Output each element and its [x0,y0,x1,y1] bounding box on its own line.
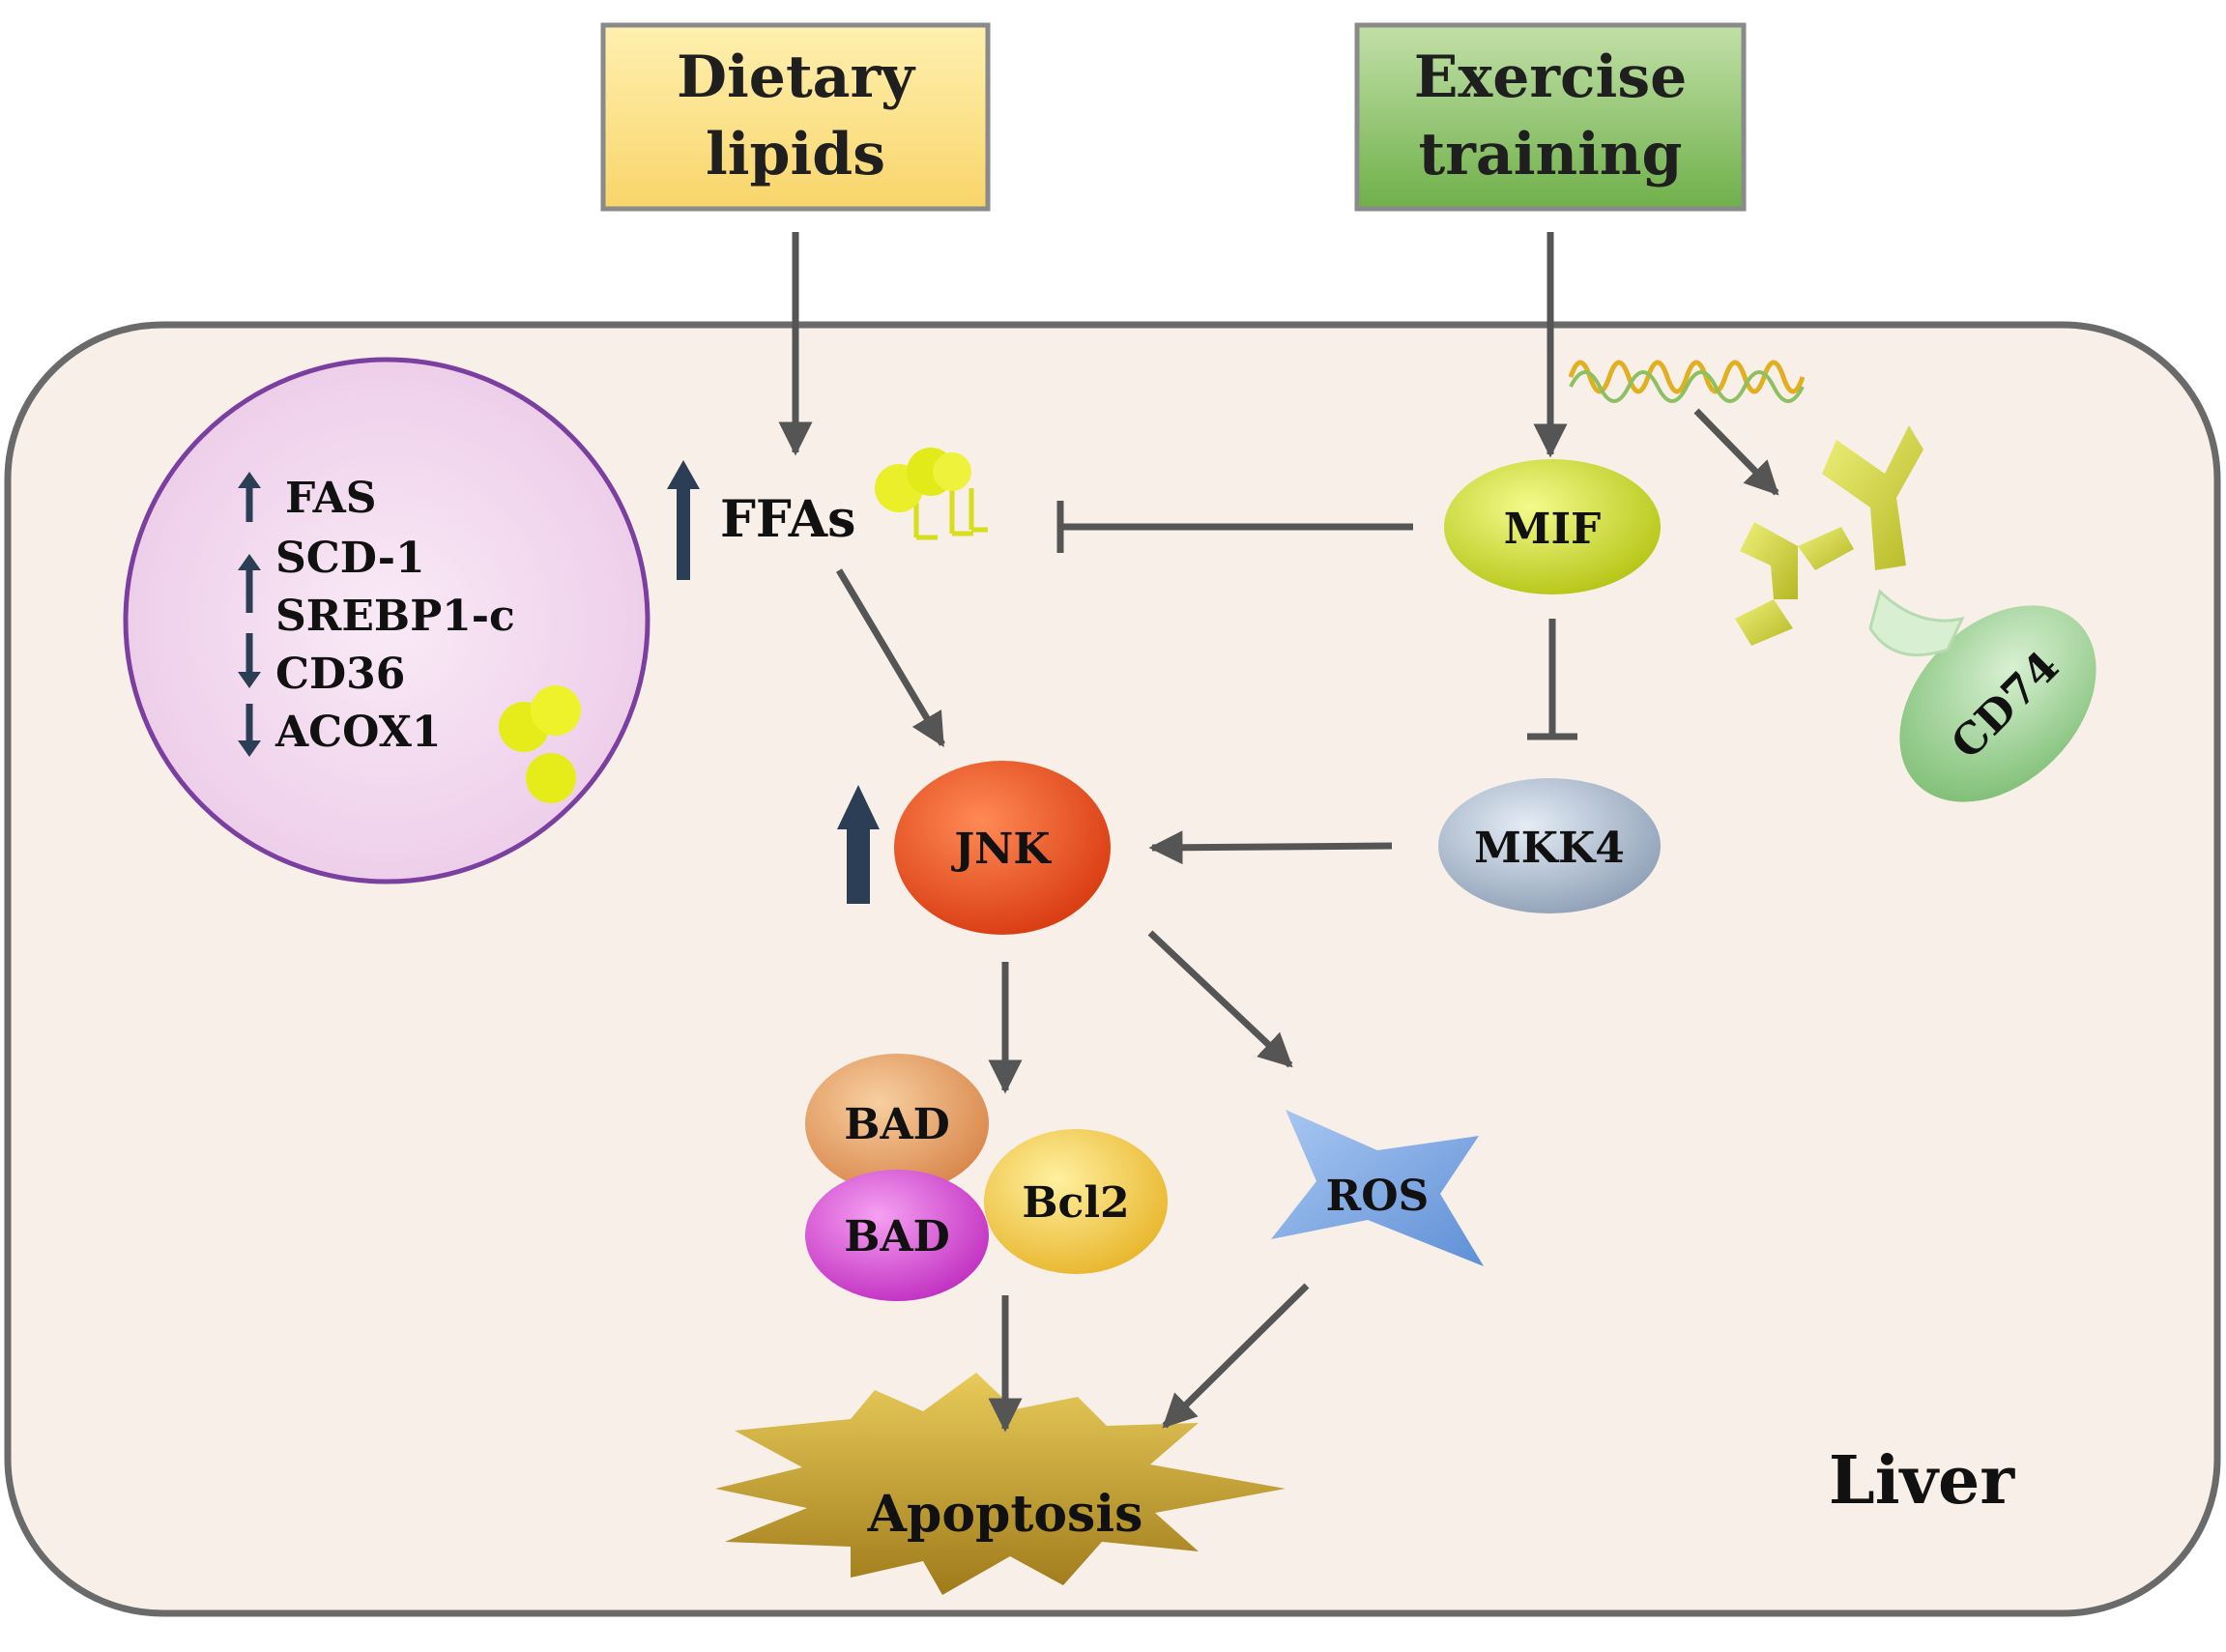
liver-label: Liver [1829,1442,2015,1520]
gene-cd36: CD36 [275,650,405,699]
jnk-node: JNK [894,761,1111,935]
dietary-lipids-box: Dietary lipids [600,22,991,212]
lipid-droplets-icon [499,685,581,803]
dietary-lipids-line2: lipids [706,121,885,188]
bad-top-node: BAD [805,1054,989,1193]
fatty-acid-icon [875,448,988,540]
mif-trimer-receptor-icon [1735,425,1923,646]
jnk-to-ros-arrow [1147,930,1293,1068]
dietary-lipids-line1: Dietary [677,43,916,111]
gene-srebp1-c: SREBP1-c [275,592,515,641]
jnk-up-arrow-icon [837,785,880,904]
gene-fas: FAS [285,474,377,523]
bad-top-label: BAD [844,1100,949,1149]
bad-bottom-label: BAD [844,1212,949,1261]
mkk4-to-jnk-arrow [1148,830,1393,865]
ros-node: ROS [1271,1110,1484,1266]
ffas-up-arrow-icon [667,460,700,580]
acox1-down-arrow-icon [238,704,261,757]
gene-scd-1: SCD-1 [275,534,425,583]
exercise-training-line2: training [1419,121,1683,188]
gene-acox1: ACOX1 [275,708,441,757]
mkk4-node: MKK4 [1438,778,1661,913]
wave-to-receptor-arrow [1693,408,1779,496]
nucleus: FAS SCD-1 SREBP1-c CD36 ACOX1 [123,357,650,884]
ros-label: ROS [1326,1172,1430,1221]
scd1-srebp-up-arrow-icon [238,554,261,613]
bad-bottom-node: BAD [805,1170,989,1301]
jnk-label: JNK [950,825,1052,874]
mif-wave-icon [1568,360,1806,403]
ffas-label: FFAs [720,490,855,549]
cd74-receptor: CD74 [1868,589,2096,802]
exercise-training-line1: Exercise [1414,43,1688,111]
fas-up-arrow-icon [238,472,261,522]
cd36-down-arrow-icon [238,633,261,688]
ros-to-apoptosis-arrow [1162,1283,1310,1429]
mif-label: MIF [1504,505,1602,554]
bcl2-node: Bcl2 [984,1129,1168,1274]
apoptosis-label: Apoptosis [867,1485,1143,1544]
apoptosis-node: Apoptosis [715,1373,1286,1595]
exercise-training-box: Exercise training [1354,22,1747,212]
pathway-arrows [778,232,1779,1433]
mif-node: MIF [1444,459,1661,594]
ffas-to-jnk-arrow [835,568,946,748]
bcl2-label: Bcl2 [1022,1178,1129,1228]
mkk4-label: MKK4 [1474,824,1625,873]
